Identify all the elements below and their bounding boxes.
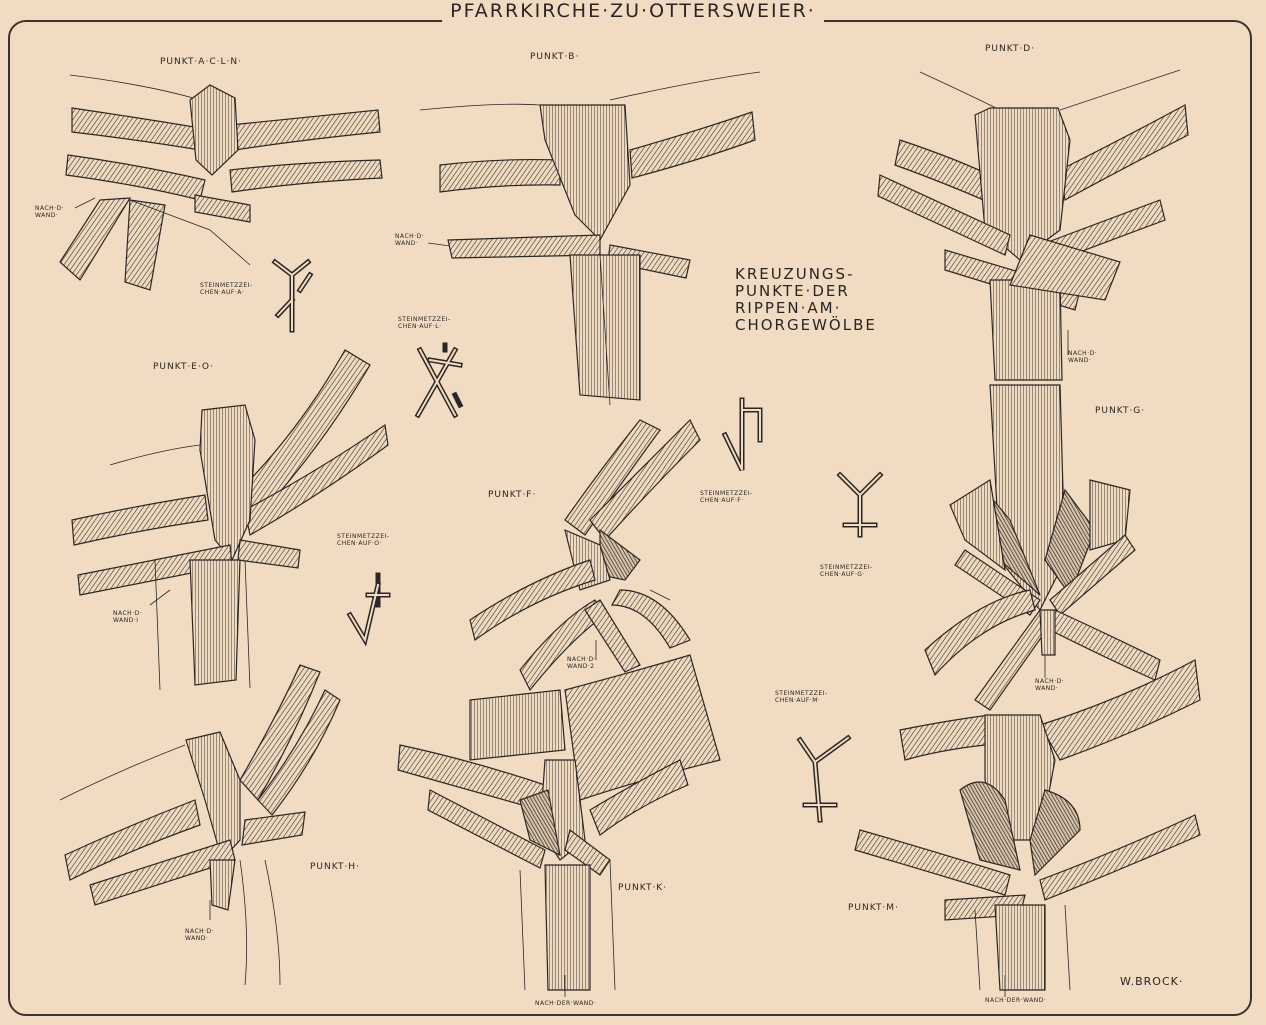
mason-mark-a: [271, 258, 314, 333]
note-nach-der-wand: NACH·DER·WAND·: [535, 1000, 597, 1007]
drawing-punkt-g: [924, 384, 1161, 711]
label-punkt-b: PUNKT·B·: [530, 52, 580, 62]
note-nach-wand: NACH·D· WAND·I: [113, 610, 143, 624]
label-punkt-f: PUNKT·F·: [488, 490, 537, 500]
drawing-punkt-m: [854, 659, 1201, 991]
label-punkt-d: PUNKT·D·: [985, 44, 1036, 54]
label-punkt-acln: PUNKT·A·C·L·N·: [160, 57, 242, 67]
label-punkt-m: PUNKT·M·: [848, 903, 899, 913]
note-nach-wand: NACH·D· WAND·: [1068, 350, 1098, 364]
drawing-punkt-f: [469, 418, 701, 692]
mason-mark-f: [721, 397, 763, 472]
note-nach-wand: NACH·D· WAND·: [395, 233, 425, 247]
heading-line: PUNKTE·DER: [735, 282, 850, 300]
drawing-punkt-acln: [59, 74, 383, 291]
note-steinmetzzeichen-m: STEINMETZZEI- CHEN·AUF·M·: [775, 690, 828, 704]
note-steinmetzzeichen-l: STEINMETZZEI- CHEN·AUF·L·: [398, 316, 451, 330]
heading-line: KREUZUNGS-: [735, 265, 855, 283]
label-punkt-eo: PUNKT·E·O·: [153, 362, 214, 372]
note-steinmetzzeichen-f: STEINMETZZEI- CHEN·AUF·F·: [700, 490, 753, 504]
note-steinmetzzeichen-o: STEINMETZZEI- CHEN·AUF·O·: [337, 533, 390, 547]
drawing-punkt-eo: [71, 349, 389, 691]
note-nach-der-wand: NACH·DER·WAND·: [985, 997, 1047, 1004]
note-nach-wand: NACH·D· WAND·: [185, 928, 215, 942]
main-heading: KREUZUNGS- PUNKTE·DER RIPPEN·AM· CHORGEW…: [735, 266, 915, 334]
note-nach-wand: NACH·D· WAND·: [35, 205, 65, 219]
heading-line: RIPPEN·AM·: [735, 299, 842, 317]
label-punkt-g: PUNKT·G·: [1095, 406, 1146, 416]
note-nach-wand: NACH·D· WAND·2: [567, 656, 597, 670]
mason-mark-g: [836, 471, 884, 538]
mason-mark-m: [796, 734, 852, 823]
label-punkt-k: PUNKT·K·: [618, 883, 668, 893]
drawing-punkt-k: [397, 654, 721, 991]
note-nach-wand: NACH·D· WAND·: [1035, 678, 1065, 692]
heading-line: CHORGEWÖLBE: [735, 316, 877, 334]
signature: W.BROCK·: [1120, 975, 1184, 988]
note-steinmetzzeichen-g: STEINMETZZEI- CHEN·AUF·G·: [820, 564, 873, 578]
mason-mark-l: [414, 342, 464, 419]
direction-arrows: [74, 197, 1069, 997]
note-steinmetzzeichen-a: STEINMETZZEI- CHEN·AUF·A·: [200, 282, 253, 296]
drawing-punkt-d: [877, 69, 1189, 381]
page-title: PFARRKIRCHE·ZU·OTTERSWEIER·: [0, 0, 1266, 22]
drawing-punkt-h: [59, 664, 341, 986]
label-punkt-h: PUNKT·H·: [310, 862, 360, 872]
mason-mark-o: [346, 572, 391, 647]
drawing-punkt-b: [419, 71, 761, 406]
